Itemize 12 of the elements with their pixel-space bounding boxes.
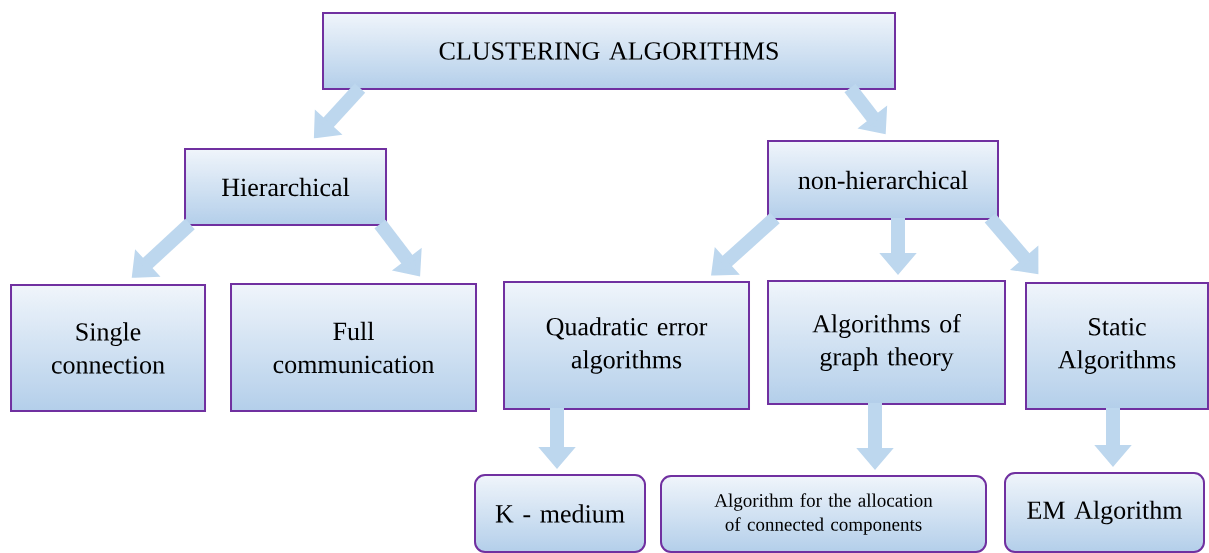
method-box: K - medium (474, 474, 646, 553)
category-box: CLUSTERING ALGORITHMS (322, 12, 896, 90)
category-box: Full communication (230, 283, 477, 412)
category-box: Single connection (10, 284, 206, 412)
category-box: Algorithms of graph theory (767, 280, 1006, 405)
method-box: Algorithm for the allocation of connected components (660, 475, 987, 553)
category-box: Hierarchical (184, 148, 387, 226)
block-arrow (711, 212, 780, 276)
method-box: EM Algorithm (1004, 472, 1205, 553)
category-box: Static Algorithms (1025, 282, 1209, 410)
category-box: Quadratic error algorithms (503, 281, 750, 410)
category-box: non-hierarchical (767, 140, 999, 220)
